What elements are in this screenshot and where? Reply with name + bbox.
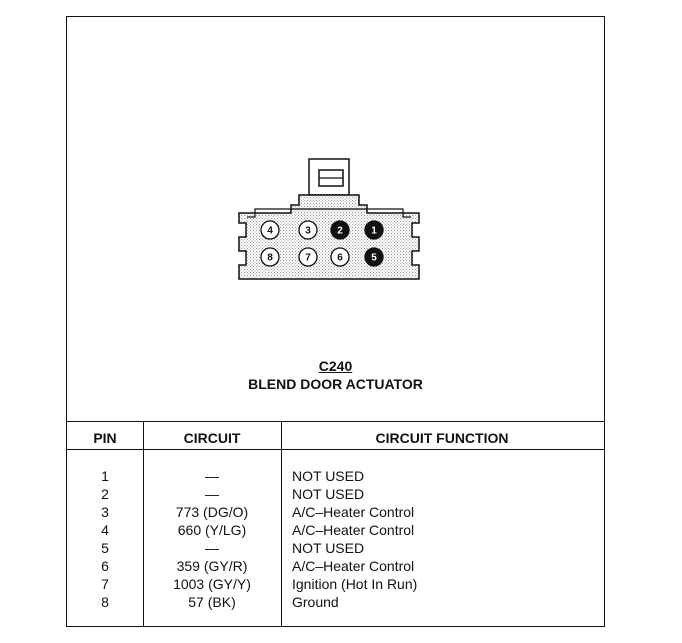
- pin-cavity-7: 7: [298, 247, 318, 267]
- pin-circle: [298, 247, 318, 267]
- header-circuit-function: CIRCUIT FUNCTION: [375, 430, 509, 446]
- table-row: 3 773 (DG/O) A/C–Heater Control: [67, 504, 604, 522]
- pin-circle: [364, 220, 384, 240]
- header-circuit: CIRCUIT: [183, 430, 241, 446]
- pin-circle: [260, 220, 280, 240]
- connector-name: BLEND DOOR ACTUATOR: [248, 376, 423, 392]
- circuit-function: NOT USED: [292, 468, 365, 484]
- column-divider-pin: [143, 421, 144, 626]
- pin-cavity-3: 3: [298, 220, 318, 240]
- pin-label: 3: [305, 226, 311, 237]
- circuit-function: NOT USED: [292, 540, 365, 556]
- circuit-function: A/C–Heater Control: [292, 522, 415, 538]
- table-row: 6 359 (GY/R) A/C–Heater Control: [67, 558, 604, 576]
- connector-inner-edge: [247, 208, 411, 218]
- pin-cavities: 4 3 2 1 8 7 6 5: [260, 220, 384, 267]
- table-top-rule: [67, 421, 604, 422]
- circuit-code: —: [205, 540, 219, 556]
- pin-label: 5: [371, 253, 377, 264]
- pin-circle: [260, 247, 280, 267]
- pin-number: 7: [101, 576, 109, 592]
- pin-cavity-8: 8: [260, 247, 280, 267]
- pin-number: 6: [101, 558, 109, 574]
- table-row: 2 — NOT USED: [67, 486, 604, 504]
- pin-cavity-2: 2: [330, 220, 350, 240]
- pin-label: 4: [267, 226, 273, 237]
- pin-label: 6: [337, 253, 343, 264]
- table-row: 8 57 (BK) Ground: [67, 594, 604, 612]
- circuit-code: 57 (BK): [188, 594, 236, 610]
- pin-cavity-5: 5: [364, 247, 384, 267]
- circuit-function: Ground: [292, 594, 339, 610]
- circuit-code: —: [205, 468, 219, 484]
- pin-label: 7: [305, 253, 311, 264]
- pin-number: 3: [101, 504, 109, 520]
- pin-label: 8: [267, 253, 273, 264]
- pin-number: 5: [101, 540, 109, 556]
- connector-face-drawing: 4 3 2 1 8 7 6 5: [238, 158, 420, 280]
- circuit-code: 359 (GY/R): [176, 558, 248, 574]
- circuit-function: NOT USED: [292, 486, 365, 502]
- circuit-code: 773 (DG/O): [175, 504, 249, 520]
- column-divider-circuit: [281, 421, 282, 626]
- pin-label: 1: [371, 226, 377, 237]
- pin-circle: [364, 247, 384, 267]
- pin-label: 2: [337, 226, 343, 237]
- table-row: 1 — NOT USED: [67, 468, 604, 486]
- pin-number: 1: [101, 468, 109, 484]
- pin-circle: [330, 247, 350, 267]
- pin-number: 4: [101, 522, 109, 538]
- circuit-code: 660 (Y/LG): [177, 522, 247, 538]
- circuit-code: 1003 (GY/Y): [173, 576, 251, 592]
- circuit-code: —: [205, 486, 219, 502]
- circuit-function: A/C–Heater Control: [292, 504, 415, 520]
- circuit-function: Ignition (Hot In Run): [292, 576, 418, 592]
- connector-latch: [308, 158, 350, 196]
- table-row: 5 — NOT USED: [67, 540, 604, 558]
- header-pin: PIN: [93, 430, 117, 446]
- pin-cavity-4: 4: [260, 220, 280, 240]
- table-row: 4 660 (Y/LG) A/C–Heater Control: [67, 522, 604, 540]
- connector-id: C240: [318, 358, 353, 374]
- diagram-frame: 4 3 2 1 8 7 6 5 C240 BLEND DOOR ACTUATOR PIN CI…: [66, 16, 605, 627]
- pin-number: 8: [101, 594, 109, 610]
- pin-cavity-1: 1: [364, 220, 384, 240]
- table-header-rule: [67, 449, 604, 450]
- pin-cavity-6: 6: [330, 247, 350, 267]
- circuit-function: A/C–Heater Control: [292, 558, 415, 574]
- pin-number: 2: [101, 486, 109, 502]
- pin-circle: [330, 220, 350, 240]
- table-row: 7 1003 (GY/Y) Ignition (Hot In Run): [67, 576, 604, 594]
- pin-circle: [298, 220, 318, 240]
